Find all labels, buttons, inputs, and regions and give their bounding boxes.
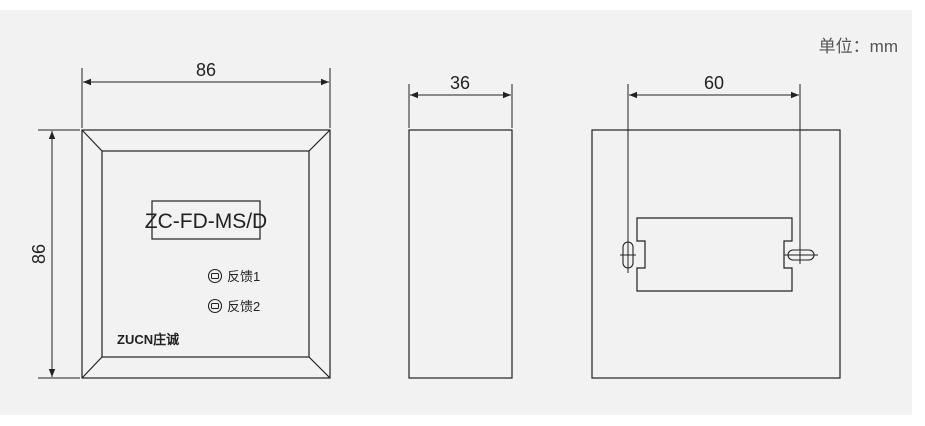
front-view: ZC-FD-MS/D 反馈1 反馈2 ZUCN庄诚 86 86	[29, 60, 331, 379]
unit-label: 单位：mm	[819, 37, 898, 56]
back-view: 60	[591, 73, 841, 379]
mounting-slot-icon	[784, 246, 818, 264]
depth-dimension-label: 36	[450, 73, 470, 93]
indicator-light-icon	[207, 268, 223, 284]
model-box	[151, 200, 261, 240]
indicator-label-1: 反馈1	[227, 269, 260, 284]
front-inner-face	[101, 150, 310, 358]
mounting-slot-icon	[620, 237, 636, 273]
hole-spacing-dimension-label: 60	[704, 73, 724, 93]
side-view: 36	[408, 73, 513, 379]
mounting-plate	[636, 217, 793, 292]
indicator-light-icon	[207, 298, 223, 314]
side-outline	[408, 129, 513, 379]
indicator-label-2: 反馈2	[227, 299, 260, 314]
brand-logo: ZUCN庄诚	[117, 332, 179, 347]
height-dimension-label: 86	[29, 244, 49, 264]
model-label: ZC-FD-MS/D	[145, 210, 267, 233]
width-dimension-label: 86	[196, 60, 216, 80]
